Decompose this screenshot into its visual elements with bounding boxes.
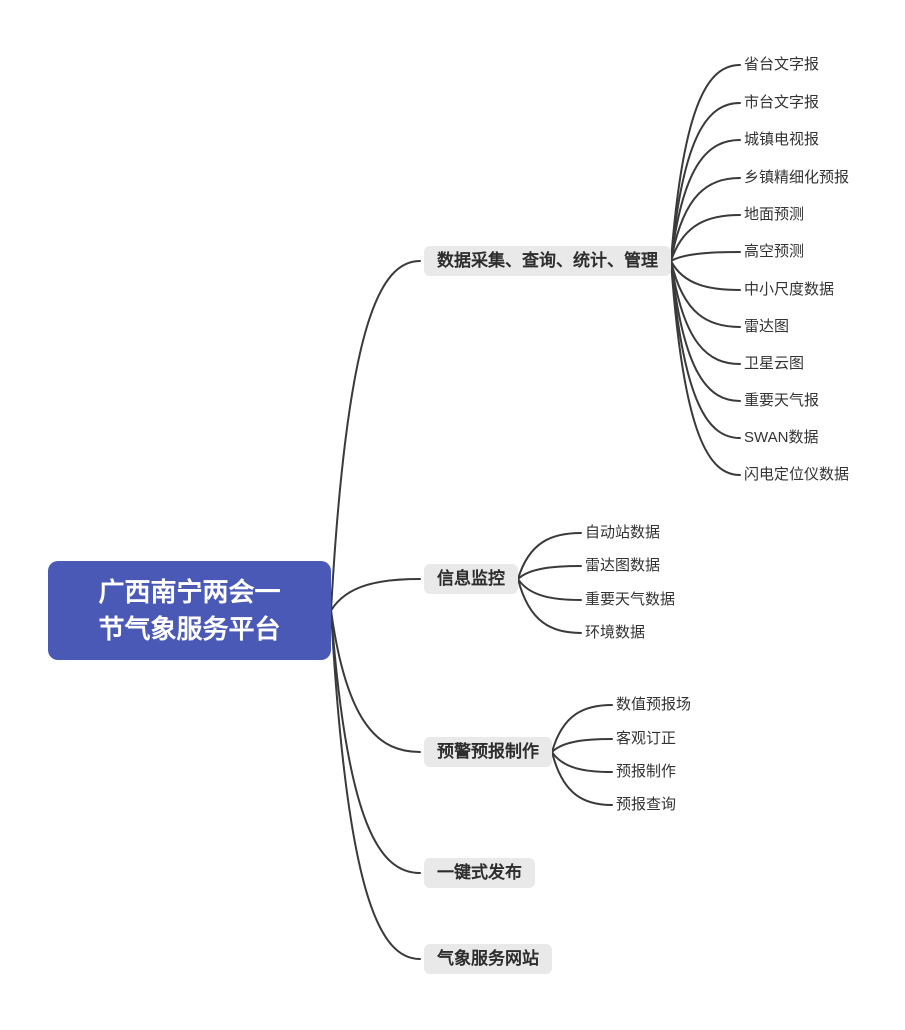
connector-line — [670, 260, 741, 291]
connector-line — [330, 609, 421, 874]
connector-line — [551, 704, 613, 753]
leaf-node[interactable]: 数值预报场 — [616, 696, 692, 713]
leaf-node[interactable]: 卫星云图 — [744, 355, 805, 372]
connector-line — [551, 738, 613, 753]
root-node-label-line2: 节气象服务平台 — [98, 613, 281, 644]
leaf-node[interactable]: 预报查询 — [616, 796, 677, 813]
leaf-node[interactable]: 闪电定位仪数据 — [744, 466, 850, 483]
leaf-node[interactable]: 环境数据 — [585, 624, 646, 641]
connector-line — [670, 214, 741, 262]
leaf-node[interactable]: 城镇电视报 — [744, 131, 820, 148]
branch-node-data-collection[interactable]: 数据采集、查询、统计、管理 — [424, 246, 671, 276]
leaf-node[interactable]: 地面预测 — [744, 206, 805, 223]
leaf-node[interactable]: 重要天气数据 — [585, 591, 676, 608]
connector-line — [670, 251, 741, 262]
connector-line — [670, 102, 741, 262]
leaf-node[interactable]: 雷达图数据 — [585, 557, 661, 574]
connector-line — [551, 751, 613, 806]
leaf-node[interactable]: 高空预测 — [744, 243, 805, 260]
branch-node-weather-service-site[interactable]: 气象服务网站 — [424, 944, 552, 974]
root-node-label-line1: 广西南宁两会一 — [98, 577, 281, 608]
connector-line — [330, 578, 421, 612]
leaf-node[interactable]: SWAN数据 — [744, 429, 819, 446]
connector-line — [670, 260, 741, 328]
connector-line — [517, 578, 582, 601]
leaf-node[interactable]: 重要天气报 — [744, 392, 820, 409]
connector-line — [670, 260, 741, 402]
leaf-node[interactable]: 乡镇精细化预报 — [744, 169, 850, 186]
branch-node-warning-forecast[interactable]: 预警预报制作 — [424, 737, 552, 767]
leaf-node[interactable]: 省台文字报 — [744, 56, 820, 73]
connector-line — [330, 609, 421, 960]
branch-node-one-click-publish[interactable]: 一键式发布 — [424, 858, 535, 888]
connector-line — [670, 177, 741, 262]
connector-line — [670, 260, 741, 439]
connector-line — [670, 64, 741, 262]
connector-line — [330, 260, 421, 612]
connector-line — [670, 139, 741, 262]
connector-line — [551, 751, 613, 773]
connector-line — [517, 565, 582, 580]
root-node[interactable]: 广西南宁两会一 节气象服务平台 — [48, 561, 331, 660]
leaf-node[interactable]: 预报制作 — [616, 763, 677, 780]
leaf-node[interactable]: 市台文字报 — [744, 94, 820, 111]
leaf-node[interactable]: 雷达图 — [744, 318, 790, 335]
connector-line — [330, 609, 421, 753]
leaf-node[interactable]: 客观订正 — [616, 730, 677, 747]
connector-line — [517, 578, 582, 634]
connector-line — [670, 260, 741, 476]
leaf-node[interactable]: 中小尺度数据 — [744, 281, 835, 298]
leaf-node[interactable]: 自动站数据 — [585, 524, 661, 541]
connector-line — [670, 260, 741, 365]
connector-line — [517, 532, 582, 580]
branch-node-info-monitoring[interactable]: 信息监控 — [424, 564, 518, 594]
